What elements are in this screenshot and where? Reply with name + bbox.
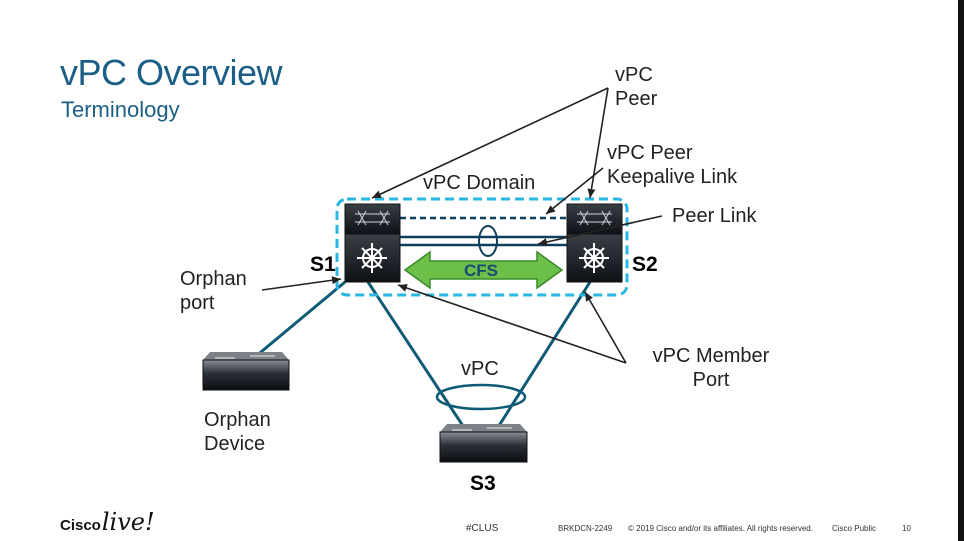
s2-label: S2 <box>632 253 658 276</box>
cisco-live-logo: Ciscolive! <box>60 508 155 536</box>
s3-label: S3 <box>470 472 496 495</box>
orphan-port-label: Orphan port <box>180 267 247 315</box>
peer-link-label: Peer Link <box>672 205 757 227</box>
vpc-peer-label-line1: vPC <box>615 64 653 86</box>
page-title: vPC Overview <box>60 52 283 93</box>
member-port-arrow-s1 <box>397 284 627 364</box>
footer-session: BRKDCN-2249 <box>558 524 613 533</box>
vpc-peer-label: vPC Peer <box>615 63 657 111</box>
member-links <box>242 280 592 433</box>
right-edge-bar <box>958 0 964 541</box>
footer-copyright: © 2019 Cisco and/or its affiliates. All … <box>628 524 813 533</box>
footer-hashtag: #CLUS <box>466 523 499 534</box>
vpc-domain-label: vPC Domain <box>423 172 536 194</box>
logo-cisco-text: Cisco <box>60 517 101 534</box>
peer-link-ellipse <box>478 225 498 257</box>
footer-classification: Cisco Public <box>832 524 877 533</box>
orphan-device-label: Orphan Device <box>204 408 271 456</box>
s2-s3-link <box>493 281 592 433</box>
keepalive-label-line2: Keepalive Link <box>607 166 738 188</box>
cfs-arrow-icon <box>403 250 564 290</box>
switch-s2-icon <box>566 203 623 283</box>
orphan-device-icon <box>202 352 290 391</box>
s1-label: S1 <box>310 253 336 276</box>
orphan-port-label-line2: port <box>180 292 215 314</box>
vpc-domain-box <box>335 197 629 297</box>
keepalive-label: vPC Peer Keepalive Link <box>607 141 737 189</box>
vpc-bundle-ellipse <box>435 383 527 411</box>
switch-s3-icon <box>439 424 528 463</box>
vpc-peer-label-line2: Peer <box>615 88 658 110</box>
orphan-device-label-line1: Orphan <box>204 409 271 431</box>
vpc-peer-arrow-s1 <box>371 87 609 199</box>
member-port-label-line2: Port <box>692 369 730 391</box>
orphan-device-label-line2: Device <box>204 433 266 455</box>
logo-live-text: live! <box>101 508 155 536</box>
member-port-label: vPC Member Port <box>647 344 775 392</box>
orphan-port-label-line1: Orphan <box>180 268 247 290</box>
keepalive-arrow <box>545 167 604 215</box>
vpc-label: vPC <box>461 358 499 380</box>
cfs-label: CFS <box>464 261 498 280</box>
footer-page-number: 10 <box>902 524 911 533</box>
orphan-port-arrow <box>261 276 342 291</box>
keepalive-label-line1: vPC Peer <box>607 142 693 164</box>
switch-s1-icon <box>344 203 401 283</box>
s1-s3-link <box>366 281 469 433</box>
vpc-peer-arrow-s2 <box>587 87 609 199</box>
member-port-arrow-s2 <box>584 291 627 364</box>
member-port-label-line1: vPC Member <box>652 345 770 367</box>
page-subtitle: Terminology <box>61 97 180 122</box>
peer-link-arrow <box>537 215 663 246</box>
